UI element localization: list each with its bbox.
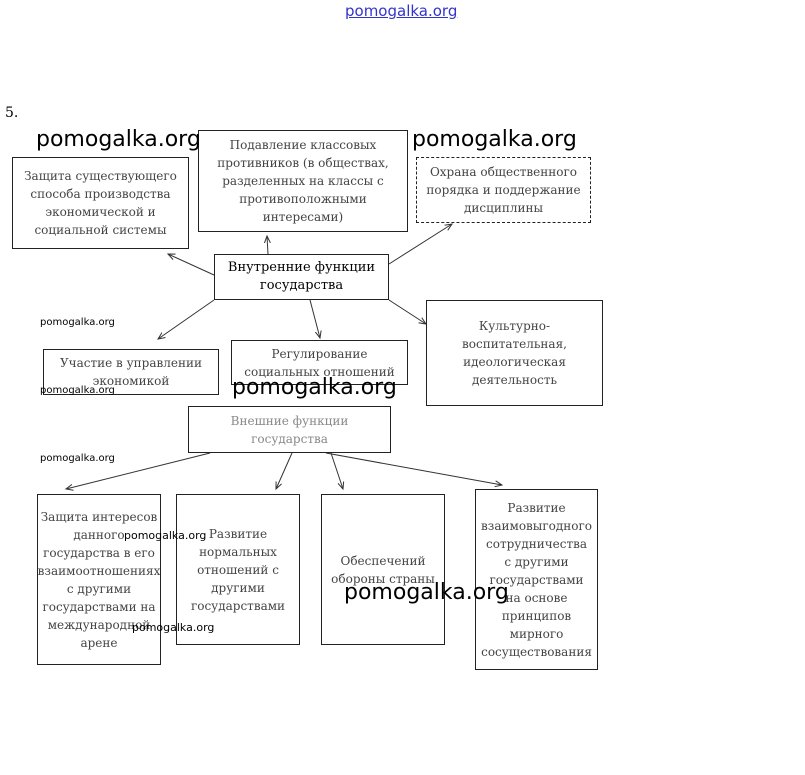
external-functions-title: Внешние функции государства <box>188 406 391 453</box>
internal-function-box: Участие в управлении экономикой <box>43 349 219 395</box>
task-number: 5. <box>5 105 19 121</box>
arrow <box>168 254 215 276</box>
arrow <box>158 299 215 339</box>
internal-function-box: Регулирование социальных отношений <box>231 340 408 385</box>
watermark: pomogalka.org <box>232 375 397 400</box>
external-function-box: Защита интересов данного государства в е… <box>37 494 161 665</box>
arrow <box>330 452 343 489</box>
internal-function-box: Охрана общественного порядка и поддержан… <box>416 157 591 223</box>
external-function-box: Развитие нормальных отношений с другими … <box>176 494 300 645</box>
arrow <box>388 224 452 265</box>
internal-function-box: Подавление классовых противников (в обще… <box>198 130 408 232</box>
watermark: pomogalka.org <box>344 580 509 605</box>
watermark: pomogalka.org <box>412 127 577 152</box>
site-link[interactable]: pomogalka.org <box>345 2 458 20</box>
arrow <box>276 452 293 489</box>
watermark: pomogalka.org <box>36 127 201 152</box>
arrow <box>66 452 211 489</box>
watermark: pomogalka.org <box>124 529 207 542</box>
arrow <box>388 299 426 324</box>
internal-functions-title: Внутренние функции государства <box>214 254 389 300</box>
watermark: pomogalka.org <box>40 453 115 464</box>
external-function-box: Обеспечений обороны страны <box>321 494 445 645</box>
internal-function-box: Защита существующего способа производств… <box>12 157 189 249</box>
watermark: pomogalka.org <box>132 621 215 634</box>
watermark: pomogalka.org <box>40 317 115 328</box>
external-function-box: Развитие взаимовыгодного сотрудничества … <box>475 489 598 670</box>
internal-function-box: Культурно-воспитательная, идеологическая… <box>426 300 603 406</box>
watermark: pomogalka.org <box>40 385 115 396</box>
arrow <box>267 236 268 255</box>
arrow <box>325 452 502 485</box>
arrow <box>309 299 320 338</box>
